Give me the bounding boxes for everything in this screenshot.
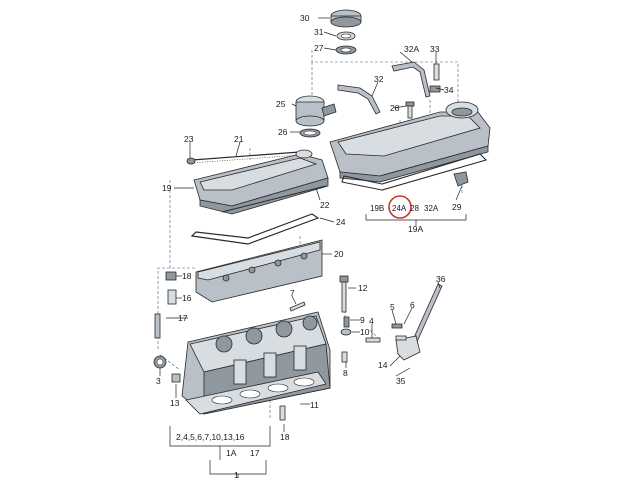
spring-8[interactable]	[341, 351, 348, 363]
callout-9: 9	[360, 315, 365, 325]
washer-16[interactable]	[167, 289, 177, 305]
callout-8: 8	[343, 368, 348, 378]
group-label-24A: 24A	[392, 204, 407, 213]
sensor-29[interactable]	[453, 171, 469, 187]
callout-7: 7	[290, 288, 295, 298]
callout-27: 27	[314, 43, 324, 53]
callout-35: 35	[396, 376, 406, 386]
oil-filler-cap[interactable]	[330, 9, 362, 28]
callout-30: 30	[300, 13, 310, 23]
callout-12: 12	[358, 283, 368, 293]
group-label-19B: 19B	[370, 204, 384, 213]
cap-gasket[interactable]	[335, 45, 357, 55]
callout-17: 17	[178, 313, 188, 323]
callout-17-bottom: 17	[250, 448, 260, 458]
group-label-32A: 32A	[424, 204, 439, 213]
head-bolt-12[interactable]	[339, 275, 349, 313]
nut-34[interactable]	[429, 85, 441, 93]
gasket-22[interactable]	[221, 185, 327, 213]
callout-31: 31	[314, 27, 324, 37]
grommet-23[interactable]	[186, 157, 196, 165]
bracket-32[interactable]	[337, 84, 381, 115]
callout-24: 24	[336, 217, 346, 227]
gasket-24[interactable]	[190, 213, 320, 245]
callout-26: 26	[278, 127, 288, 137]
callout-5: 5	[390, 302, 395, 312]
callout-1A: 1A	[226, 448, 237, 458]
dowel-pin[interactable]	[279, 405, 286, 421]
bolt-28[interactable]	[405, 101, 415, 119]
plug-3[interactable]	[171, 373, 181, 383]
highlight-circle-24A	[388, 195, 412, 219]
stud-17[interactable]	[154, 313, 161, 339]
callout-25: 25	[276, 99, 286, 109]
cam-seal[interactable]	[153, 355, 167, 369]
bolt-4[interactable]	[365, 337, 381, 343]
group-labels: 2,4,5,6,7,10,13,16 19B 24A 28 32A	[176, 204, 439, 442]
callout-21: 21	[234, 134, 244, 144]
callout-labels: 30 31 27 32A 33 32 34 25 28 26 23 21 19 …	[156, 13, 462, 480]
callout-19: 19	[162, 183, 172, 193]
crankcase-breather[interactable]	[295, 95, 337, 127]
callout-23: 23	[184, 134, 194, 144]
callout-22: 22	[320, 200, 330, 210]
callout-14: 14	[378, 360, 388, 370]
callout-20: 20	[334, 249, 344, 259]
bracket-35-36[interactable]	[395, 283, 443, 361]
callout-19A: 19A	[408, 224, 423, 234]
callout-4: 4	[369, 316, 374, 326]
valve-7[interactable]	[289, 301, 306, 312]
callout-3: 3	[156, 376, 161, 386]
bracket-32A[interactable]	[391, 61, 431, 98]
callout-32A-top: 32A	[404, 44, 419, 54]
valve-cover-right[interactable]	[329, 101, 491, 183]
callout-1: 1	[234, 470, 239, 480]
gasket-strip-21[interactable]	[191, 151, 301, 164]
callout-11: 11	[310, 400, 319, 410]
group-label-28: 28	[410, 204, 419, 213]
group-label-bottom: 2,4,5,6,7,10,13,16	[176, 432, 245, 442]
callout-10: 10	[360, 327, 370, 337]
breather-o-ring[interactable]	[299, 128, 321, 138]
callout-13: 13	[170, 398, 180, 408]
callout-18-left: 18	[182, 271, 192, 281]
leader-lines	[159, 17, 467, 478]
callout-32: 32	[374, 74, 384, 84]
cap-nut-18[interactable]	[165, 271, 177, 281]
retainer-10[interactable]	[340, 328, 352, 336]
callout-36: 36	[436, 274, 446, 284]
callout-18-bottom: 18	[280, 432, 290, 442]
bolt-6[interactable]	[391, 323, 403, 329]
cam-bearing-cover-20[interactable]	[195, 239, 323, 303]
callout-29: 29	[452, 202, 462, 212]
head-gasket-13[interactable]	[185, 371, 327, 415]
callout-16: 16	[182, 293, 192, 303]
valve-cover-left[interactable]	[193, 149, 329, 215]
callout-28: 28	[390, 103, 400, 113]
valve-cover-gasket-right[interactable]	[341, 153, 488, 191]
stud-33[interactable]	[433, 63, 440, 81]
callout-6: 6	[410, 300, 415, 310]
keeper-9[interactable]	[343, 316, 350, 328]
callout-33: 33	[430, 44, 440, 54]
callout-34: 34	[444, 85, 454, 95]
cap-seal-ring[interactable]	[336, 31, 356, 41]
bolt-14[interactable]	[395, 335, 407, 341]
